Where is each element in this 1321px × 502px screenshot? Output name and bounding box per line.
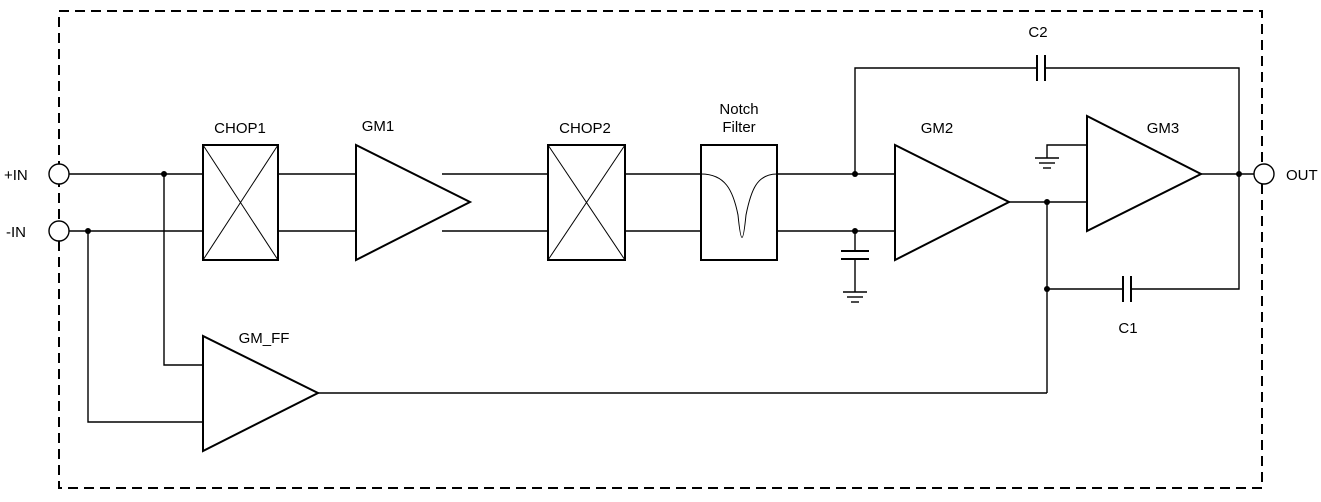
gm3-ground-input — [1035, 144, 1087, 169]
gm1-amplifier — [355, 143, 473, 262]
gm2-label: GM2 — [921, 120, 954, 137]
c1-label: C1 — [1118, 320, 1137, 337]
chop2-label: CHOP2 — [559, 120, 611, 137]
in-minus-label: -IN — [6, 224, 26, 241]
in-plus-pin — [48, 163, 70, 185]
input-wires — [69, 173, 203, 423]
out-label: OUT — [1286, 167, 1318, 184]
junction-dot — [85, 228, 91, 234]
shunt-capacitor — [841, 231, 869, 292]
notch-filter-label-line1: Notch — [719, 101, 758, 118]
junction-dot — [161, 171, 167, 177]
c1-feedback-path — [1047, 174, 1240, 302]
ground-icon — [843, 291, 867, 303]
gm2-amplifier — [894, 143, 1012, 262]
junction-dot — [1236, 171, 1242, 177]
gm-ff-label: GM_FF — [239, 330, 290, 347]
gm3-amplifier — [1086, 114, 1204, 233]
chop1-block — [202, 144, 279, 261]
notch-filter-label-line2: Filter — [722, 119, 755, 136]
c2-label: C2 — [1028, 24, 1047, 41]
gm3-label: GM3 — [1147, 120, 1180, 137]
out-pin — [1253, 163, 1275, 185]
in-minus-pin — [48, 220, 70, 242]
device-boundary — [58, 10, 1263, 489]
chop2-block — [547, 144, 626, 261]
gm1-label: GM1 — [362, 118, 395, 135]
chop1-label: CHOP1 — [214, 120, 266, 137]
notch-filter-block — [700, 144, 778, 261]
c2-feedback-path — [854, 55, 1240, 174]
gm-ff-amplifier — [202, 334, 321, 453]
in-plus-label: +IN — [4, 167, 28, 184]
